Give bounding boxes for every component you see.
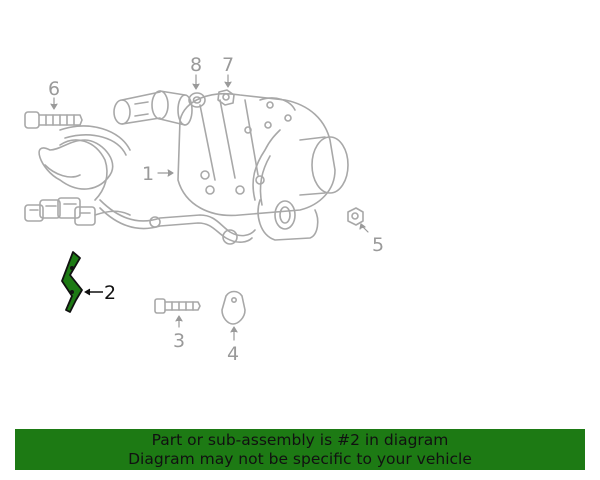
callout-1: 1	[142, 163, 154, 185]
callout-5: 5	[372, 234, 384, 256]
part-3-bolt	[154, 298, 201, 314]
part-1-actuator-assembly	[24, 90, 349, 245]
part-2-bracket-highlighted[interactable]	[61, 251, 103, 313]
callout-3: 3	[173, 330, 185, 352]
callout-leaders	[50, 74, 369, 341]
callout-4: 4	[227, 343, 239, 365]
part-8-nut	[188, 92, 206, 108]
callout-8: 8	[190, 54, 202, 76]
banner-line-disclaimer: Diagram may not be specific to your vehi…	[128, 449, 472, 468]
notice-banner: Part or sub-assembly is #2 in diagram Di…	[15, 429, 585, 470]
parts-diagram: 1 2 3 4 5 6 7 8	[24, 54, 384, 365]
callout-2: 2	[104, 282, 116, 304]
callout-7: 7	[222, 54, 234, 76]
part-6-bolt	[24, 111, 83, 129]
part-4-bracket	[221, 290, 246, 325]
banner-line-part: Part or sub-assembly is #2 in diagram	[151, 430, 449, 449]
part-5-nut	[347, 207, 364, 226]
part-7-nut	[217, 89, 235, 106]
callout-6: 6	[48, 78, 60, 100]
